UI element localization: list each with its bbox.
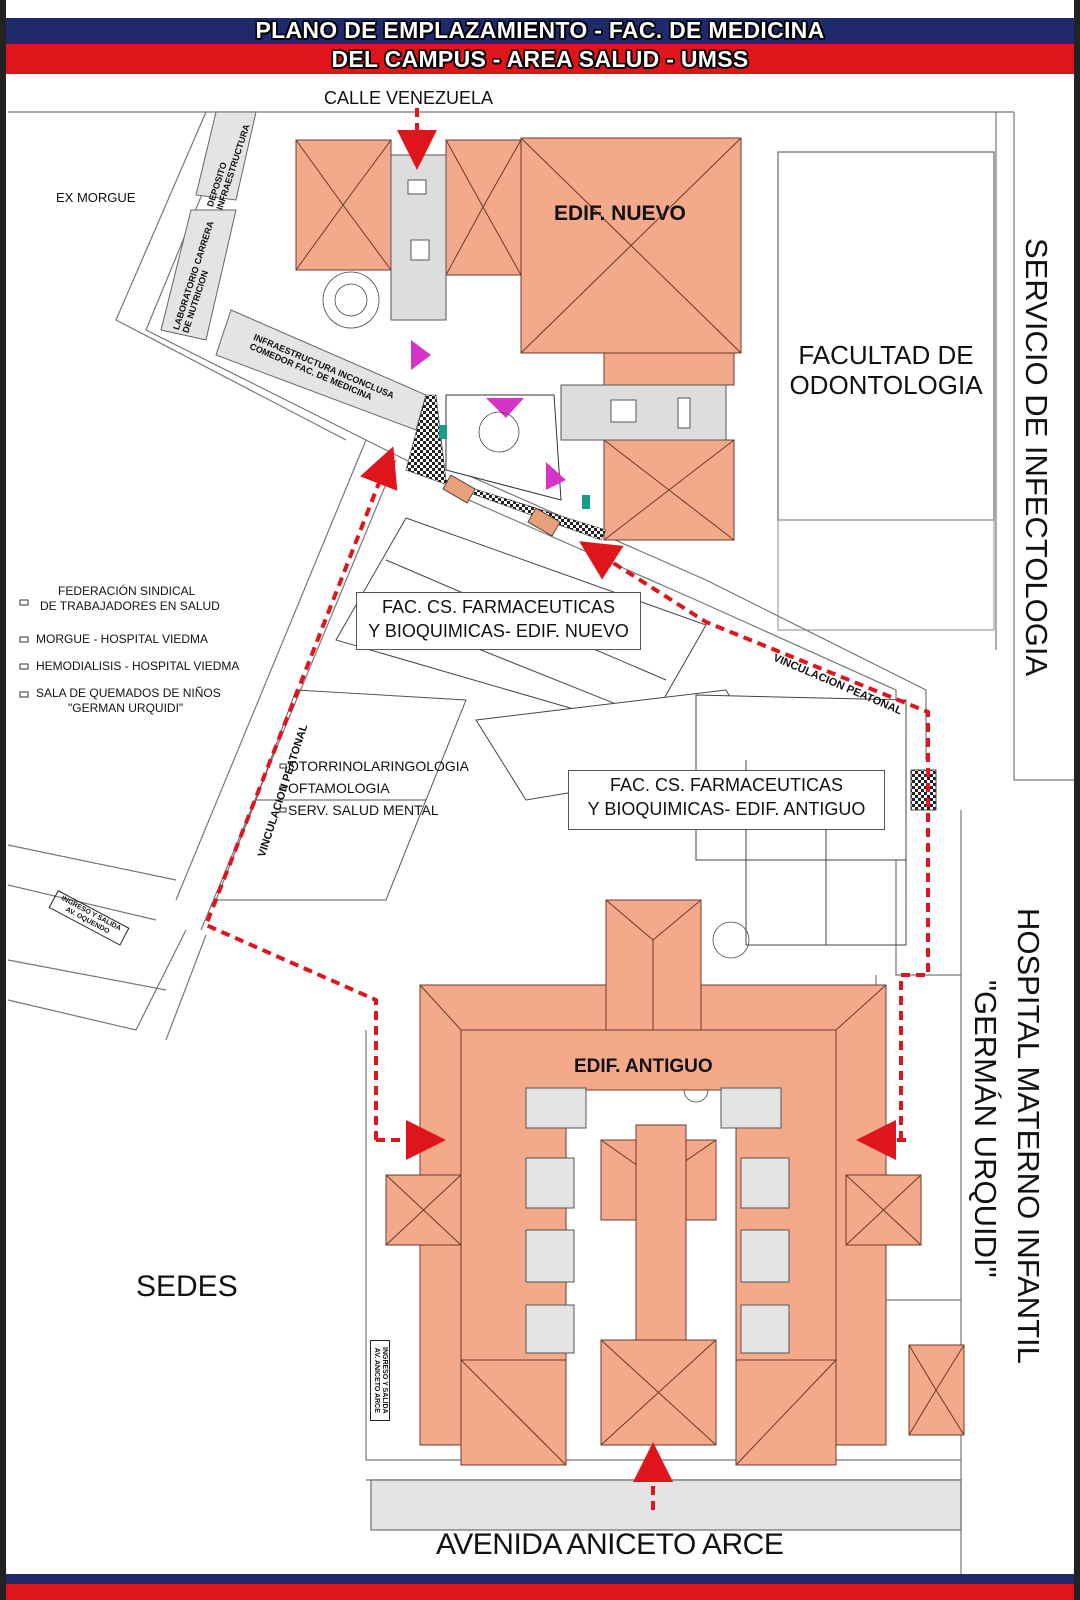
label-hospital-materno-line1: HOSPITAL MATERNO INFANTIL [1011, 908, 1046, 1364]
street-avenida-aniceto-arce: AVENIDA ANICETO ARCE [436, 1528, 784, 1561]
label-box-farmacia-antiguo: FAC. CS. FARMACEUTICAS Y BIOQUIMICAS- ED… [568, 770, 885, 830]
middle-list-item-2: OFTAMOLOGIA [288, 780, 390, 796]
middle-list-item-3: SERV. SALUD MENTAL [288, 802, 439, 818]
header-band-red [6, 44, 1074, 74]
arce-line2: AV. ANICETO ARCE [373, 1347, 380, 1413]
left-list-item-5: SALA DE QUEMADOS DE NIÑOS [36, 686, 221, 700]
edif-nuevo-corridors [390, 154, 727, 441]
left-annex-buildings [160, 111, 427, 431]
label-servicio-infectologia: SERVICIO DE INFECTOLOGIA [1019, 238, 1054, 677]
site-plan: PLANO DE EMPLAZAMIENTO - FAC. DE MEDICIN… [6, 0, 1074, 1600]
footer-band-blue [6, 1574, 1074, 1584]
label-ex-morgue: EX MORGUE [56, 190, 136, 205]
plaza-paving [405, 340, 607, 541]
farmacia-nuevo-plan [335, 517, 937, 946]
label-odontologia-line1: FACULTAD DE [798, 340, 974, 370]
pedestrian-routes [203, 108, 930, 1510]
antiguo-courtyards [370, 1087, 962, 1531]
left-list-item-1: FEDERACIÓN SINDICAL [58, 584, 196, 598]
left-list-item-6: "GERMAN URQUIDI" [68, 701, 184, 715]
label-odontologia-line2: ODONTOLOGIA [789, 370, 983, 400]
odontologia-building [777, 151, 995, 521]
left-list-item-2: DE TRABAJADORES EN SALUD [40, 599, 220, 613]
farmacia-antiguo-line2: Y BIOQUIMICAS- EDIF. ANTIGUO [587, 799, 866, 819]
farmacia-nuevo-line1: FAC. CS. FARMACEUTICAS [381, 597, 616, 617]
label-box-farmacia-nuevo: FAC. CS. FARMACEUTICAS Y BIOQUIMICAS- ED… [356, 592, 641, 650]
farmacia-nuevo-line2: Y BIOQUIMICAS- EDIF. NUEVO [368, 621, 629, 641]
header-band-blue [6, 18, 1074, 44]
footer-band-red [6, 1584, 1074, 1600]
map-title-line1: PLANO DE EMPLAZAMIENTO - FAC. DE MEDICIN… [255, 17, 825, 43]
arce-line1: INGRESO Y SALIDA [381, 1347, 388, 1414]
label-edif-antiguo: EDIF. ANTIGUO [574, 1056, 713, 1077]
left-list-item-3: MORGUE - HOSPITAL VIEDMA [36, 632, 209, 646]
label-edif-nuevo: EDIF. NUEVO [554, 202, 686, 225]
odontologia-yard [777, 519, 995, 631]
plan-drawing [7, 108, 1074, 1578]
edif-antiguo-roof [385, 899, 965, 1466]
edif-nuevo-roofs [295, 137, 742, 541]
middle-list-item-1: OTORRINOLARINGOLOGIA [288, 758, 469, 774]
sign-ingreso-arce: INGRESO Y SALIDA AV. ANICETO ARCE [370, 1340, 390, 1421]
list-bullets [19, 599, 287, 813]
label-hospital-materno-line2: "GERMÁN URQUIDI" [968, 980, 1003, 1278]
map-title-line2: DEL CAMPUS - AREA SALUD - UMSS [331, 46, 749, 72]
label-sedes: SEDES [136, 1270, 238, 1303]
farmacia-antiguo-line1: FAC. CS. FARMACEUTICAS [609, 775, 844, 795]
left-list-item-4: HEMODIALISIS - HOSPITAL VIEDMA [36, 659, 240, 673]
parked-cars [442, 474, 561, 537]
street-calle-venezuela: CALLE VENEZUELA [324, 88, 494, 108]
